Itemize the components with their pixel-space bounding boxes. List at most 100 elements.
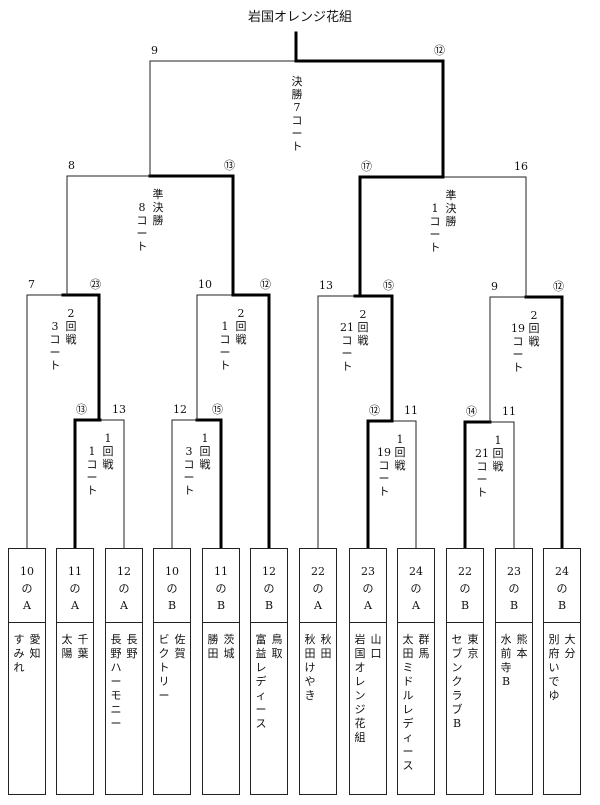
team-club-name: 秋田けやき: [304, 633, 316, 702]
team-prefecture: 大分: [564, 633, 576, 660]
team-club-name: すみれ: [13, 633, 25, 674]
r2_1-left-score: 7: [28, 278, 35, 291]
team-prefecture: 佐賀: [174, 633, 186, 660]
team-prefecture: 千葉: [77, 633, 89, 660]
champion-title: 岩国オレンジ花組: [247, 10, 352, 25]
team-prefecture: 茨城: [223, 633, 235, 660]
r1_1-left-score: ⑬: [76, 403, 87, 416]
team-prefecture: 鳥取: [271, 633, 283, 660]
semi_right-right-score: 16: [514, 160, 528, 173]
team-club-name: ビクトリー: [158, 633, 170, 702]
r1_3-left-score: ⑫: [369, 404, 380, 417]
team-name: 茨城勝田: [203, 623, 239, 661]
team-club-name: 勝田: [207, 633, 219, 660]
r1_3-right-score: 11: [404, 404, 418, 417]
team-club-name: 岩国オレンジ花組: [354, 633, 366, 744]
semi_right-left-score: ⑰: [361, 160, 372, 173]
team-name: 大分別府いでゆ: [544, 623, 580, 703]
team-prefecture: 秋田: [320, 633, 332, 660]
r2_4-left-score: 9: [491, 280, 498, 293]
team-prefecture: 愛知: [29, 633, 41, 660]
semi_right-round-label: 準決勝: [445, 189, 457, 228]
final-left-score: 9: [151, 44, 158, 57]
team-prefecture: 山口: [370, 633, 382, 660]
team-club-name: 別府いでゆ: [548, 633, 560, 702]
team-prefecture: 熊本: [516, 633, 528, 660]
team-name: 千葉太陽: [57, 623, 93, 661]
team-prefecture: 群馬: [418, 633, 430, 660]
team-name: 秋田秋田けやき: [300, 623, 336, 703]
r1_2-right-score: ⑮: [212, 403, 223, 416]
team-prefecture: 東京: [467, 633, 479, 660]
semi_left-right-score: ⑬: [224, 159, 235, 172]
team-name: 愛知すみれ: [9, 623, 45, 675]
r2_2-right-score: ⑫: [260, 278, 271, 291]
team-club-name: 太陽: [61, 633, 73, 660]
semi_left-left-score: 8: [68, 159, 75, 172]
r1_1-right-score: 13: [112, 403, 126, 416]
team-name: 群馬太田ミドルレディース: [398, 623, 434, 773]
r1_4-left-score: ⑭: [466, 405, 477, 418]
r2_3-left-score: 13: [319, 279, 333, 292]
team-club-name: 長野ハーモニー: [110, 633, 122, 730]
r2_2-left-score: 10: [198, 278, 212, 291]
semi_left-round-label: 準決勝: [152, 188, 164, 227]
team-name: 山口岩国オレンジ花組: [350, 623, 386, 745]
team-prefecture: 長野: [126, 633, 138, 660]
final-right-score: ⑫: [434, 44, 445, 57]
r2_3-right-score: ⑮: [383, 279, 394, 292]
r1_2-left-score: 12: [173, 403, 187, 416]
team-club-name: 太田ミドルレディース: [402, 633, 414, 772]
team-name: 佐賀ビクトリー: [154, 623, 190, 703]
team-club-name: 富益レディース: [255, 633, 267, 730]
r2_1-right-score: ㉓: [90, 278, 101, 291]
team-name: 鳥取富益レディース: [251, 623, 287, 731]
team-name: 長野長野ハーモニー: [106, 623, 142, 731]
